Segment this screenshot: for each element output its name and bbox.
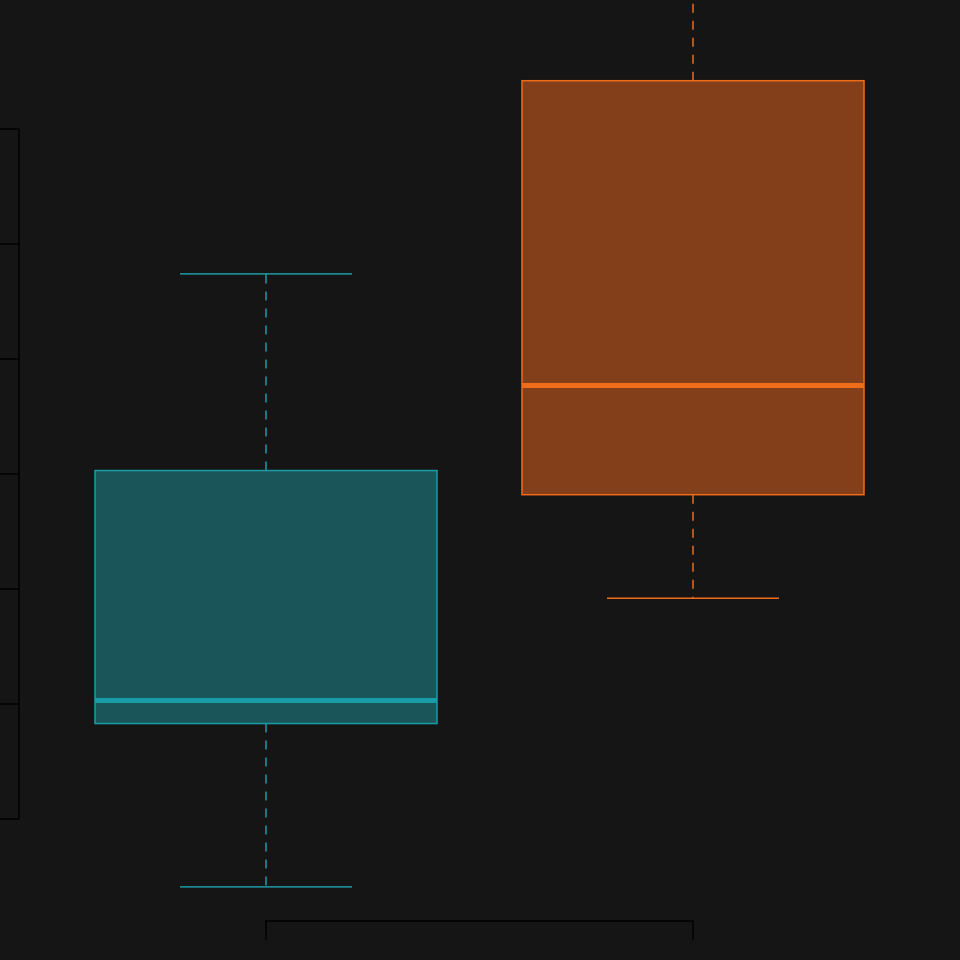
box-0 bbox=[94, 469, 438, 725]
x-axis-bracket bbox=[265, 920, 694, 940]
box-1 bbox=[521, 79, 865, 496]
